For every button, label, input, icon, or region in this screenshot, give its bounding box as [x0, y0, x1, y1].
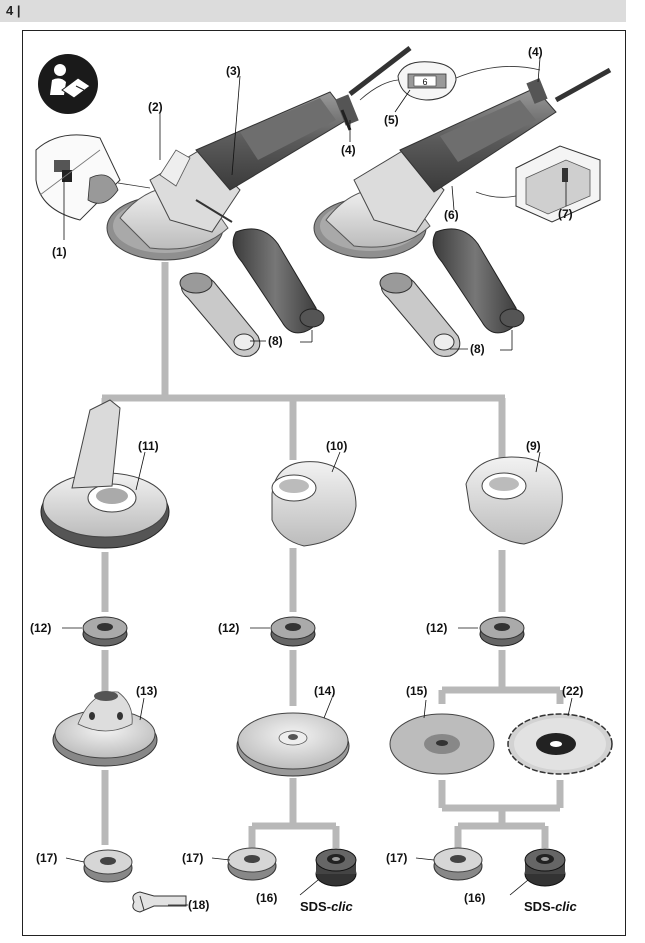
read-manual-icon: [38, 54, 98, 114]
label-14: (14): [314, 684, 335, 698]
mounting-flange-12-mid: [270, 616, 316, 647]
angle-grinder-left: [106, 46, 412, 357]
label-12c: (12): [426, 621, 447, 635]
label-1: (1): [52, 245, 67, 259]
label-4a: (4): [341, 143, 356, 157]
label-17b: (17): [182, 851, 203, 865]
clamping-nut-17-right: [433, 847, 483, 881]
cutting-disc-15: [389, 699, 495, 775]
inset-lock-detail: [475, 145, 601, 223]
speed-dial-inset: 6: [359, 61, 541, 113]
sds-suffix-mid: clic: [331, 899, 353, 914]
part-labels: (1) (2) (3) (4) (4) (5) (6) (7) (8) (8) …: [30, 45, 583, 914]
label-12b: (12): [218, 621, 239, 635]
page-number: 4 |: [6, 3, 21, 18]
label-11: (11): [138, 439, 159, 453]
label-16a: (16): [256, 891, 277, 905]
label-7: (7): [558, 207, 573, 221]
label-22: (22): [562, 684, 583, 698]
quick-clamp-nut-16-mid: [315, 848, 357, 887]
sds-clic-label-right: SDS-clic: [524, 899, 578, 914]
protection-guard-9: [465, 451, 563, 545]
sds-suffix-right: clic: [555, 899, 577, 914]
cup-grinding-wheel: [52, 691, 158, 767]
clamping-nut-17-left: [83, 849, 133, 883]
dial-value: 6: [422, 77, 427, 87]
inset-switch-detail: [35, 134, 151, 240]
label-18: (18): [188, 898, 209, 912]
label-10: (10): [326, 439, 347, 453]
label-leader-lines: [62, 340, 529, 906]
extraction-guard: [40, 399, 170, 549]
label-15: (15): [406, 684, 427, 698]
label-2: (2): [148, 100, 163, 114]
label-12a: (12): [30, 621, 51, 635]
grinding-disc-14: [236, 697, 350, 777]
label-13: (13): [136, 684, 157, 698]
label-4b: (4): [528, 45, 543, 59]
protection-guard-10: [271, 451, 357, 547]
clamping-nut-17-mid: [227, 847, 277, 881]
label-17a: (17): [36, 851, 57, 865]
diamond-cutting-disc: [507, 697, 613, 775]
sds-prefix-right: SDS-: [524, 899, 555, 914]
label-6: (6): [444, 208, 459, 222]
mounting-flange-12-left: [82, 616, 128, 647]
mounting-flange-12-right: [479, 616, 525, 647]
label-16b: (16): [464, 891, 485, 905]
label-3: (3): [226, 64, 241, 78]
label-9: (9): [526, 439, 541, 453]
label-5: (5): [384, 113, 399, 127]
sds-prefix-mid: SDS-: [300, 899, 331, 914]
label-8b: (8): [470, 342, 485, 356]
label-8a: (8): [268, 334, 283, 348]
angle-grinder-right: [313, 57, 612, 357]
quick-clamp-nut-16-right: [524, 848, 566, 887]
label-17c: (17): [386, 851, 407, 865]
two-pin-spanner: [132, 891, 187, 913]
sds-clic-label-mid: SDS-clic: [300, 899, 354, 914]
figure-frame: [22, 30, 626, 936]
page-header: 4 |: [0, 0, 626, 22]
